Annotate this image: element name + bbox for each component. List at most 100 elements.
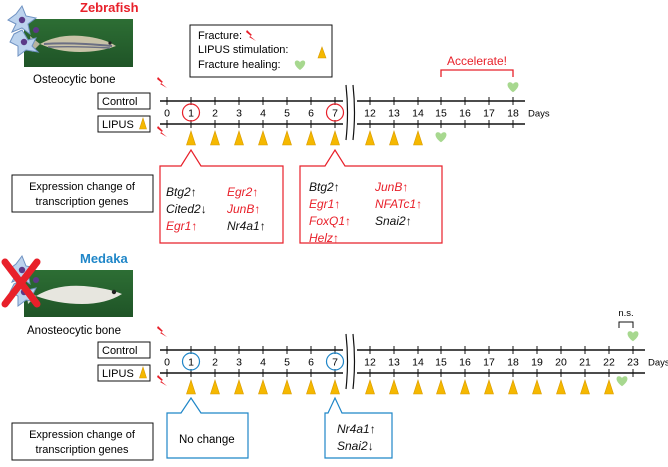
- lipus-stimulation-icon: [258, 379, 268, 395]
- gene-label: Btg2↑: [309, 180, 340, 194]
- legend-lipus-label: LIPUS stimulation:: [198, 44, 288, 56]
- medaka-day7-gene-list: Nr4a1↑Snai2↓: [337, 422, 376, 453]
- healing-icon: [294, 60, 306, 70]
- day-tick-label: 13: [388, 108, 400, 120]
- lipus-stimulation-icon: [210, 130, 220, 146]
- highlight-day-circle: [325, 352, 345, 371]
- ns-bracket: [618, 321, 634, 328]
- lipus-stimulation-icon: [389, 130, 399, 146]
- zebrafish-days-label: Days: [528, 109, 550, 120]
- lipus-healing-icon: [616, 376, 628, 387]
- lipus-stimulation-icon: [413, 130, 423, 146]
- day-tick-label: 18: [507, 108, 519, 120]
- control-healing-icon: [507, 82, 519, 93]
- lipus-stimulation-icon: [365, 379, 375, 395]
- day-tick-label: 17: [483, 357, 495, 369]
- zebrafish-day7-callout: [299, 148, 443, 244]
- day-tick-label: 5: [284, 108, 290, 120]
- lipus-stimulation-icon: [580, 379, 590, 395]
- zebrafish-expression-title-line2: transcription genes: [36, 196, 129, 208]
- gene-label: Cited2↓: [166, 202, 207, 216]
- day-tick-label: 5: [284, 357, 290, 369]
- gene-label: Helz↑: [309, 231, 339, 245]
- lipus-fracture-icon: [157, 126, 167, 137]
- zebrafish-expression-title-box: Expression change of transcription genes: [11, 174, 154, 213]
- day-tick-label: 2: [212, 357, 218, 369]
- day-tick-label: 16: [459, 357, 471, 369]
- day-tick-label: 2: [212, 108, 218, 120]
- day-tick-label: 13: [388, 357, 400, 369]
- lipus-stimulation-icon: [330, 130, 340, 146]
- zebrafish-caption: Osteocytic bone: [33, 74, 115, 86]
- day-tick-label: 6: [308, 108, 314, 120]
- gene-label: Snai2↓: [337, 439, 374, 453]
- medaka-day1-no-change: No change: [179, 434, 235, 446]
- fracture-icon: [246, 30, 256, 41]
- gene-label: Egr2↑: [227, 185, 258, 199]
- lipus-stimulation-icon: [258, 130, 268, 146]
- gene-label: Btg2↑: [166, 185, 197, 199]
- zebrafish-title: Zebrafish: [80, 0, 139, 15]
- day-tick-label: 23: [627, 357, 639, 369]
- osteocyte-absent-icon: [1, 254, 41, 308]
- ns-label: n.s.: [618, 308, 633, 319]
- day-tick-label: 0: [164, 108, 170, 120]
- lipus-stimulation-icon: [234, 379, 244, 395]
- control-fracture-icon: [157, 77, 167, 88]
- zebrafish-day1-gene-list: Btg2↑Cited2↓Egr1↑Egr2↑JunB↑Nr4a1↑: [166, 185, 266, 233]
- medaka-control-label: Control: [102, 345, 137, 357]
- zebrafish-lipus-label-box: LIPUS: [97, 115, 151, 133]
- lipus-healing-icon: [435, 132, 447, 143]
- day-tick-label: 14: [412, 357, 424, 369]
- highlight-day-circle: [181, 103, 201, 122]
- lipus-stimulation-icon: [389, 379, 399, 395]
- lipus-stimulation-icon: [186, 379, 196, 395]
- medaka-expression-title-line1: Expression change of: [29, 429, 136, 441]
- day-tick-label: 21: [579, 357, 591, 369]
- day-tick-label: 15: [435, 357, 447, 369]
- highlight-day-circle: [181, 352, 201, 371]
- gene-label: Egr1↑: [309, 197, 340, 211]
- lipus-stimulation-icon: [532, 379, 542, 395]
- lipus-stimulation-icon: [556, 379, 566, 395]
- day-tick-label: 0: [164, 357, 170, 369]
- day-tick-label: 22: [603, 357, 615, 369]
- lipus-stimulation-icon: [330, 379, 340, 395]
- lipus-stimulation-icon: [508, 379, 518, 395]
- medaka-expression-title-box: Expression change of transcription genes: [11, 422, 154, 461]
- gene-label: FoxQ1↑: [309, 214, 351, 228]
- lipus-stimulation-icon: [186, 130, 196, 146]
- day-tick-label: 4: [260, 357, 266, 369]
- day-tick-label: 12: [364, 108, 376, 120]
- zebrafish-expression-title-line1: Expression change of: [29, 181, 136, 193]
- gene-label: JunB↑: [374, 180, 408, 194]
- gene-label: Egr1↑: [166, 219, 197, 233]
- day-tick-label: 7: [332, 108, 338, 120]
- gene-label: JunB↑: [226, 202, 260, 216]
- axis-break-mark: [352, 84, 356, 141]
- lipus-stimulation-icon: [604, 379, 614, 395]
- day-tick-label: 12: [364, 357, 376, 369]
- medaka-day1-callout: [166, 396, 249, 459]
- gene-label: NFATc1↑: [375, 197, 422, 211]
- control-fracture-icon: [157, 326, 167, 337]
- day-tick-label: 6: [308, 357, 314, 369]
- lipus-stimulation-icon: [306, 379, 316, 395]
- lipus-stimulation-icon: [484, 379, 494, 395]
- zebrafish-lipus-label: LIPUS: [102, 119, 134, 131]
- lipus-stimulation-icon: [413, 379, 423, 395]
- zebrafish-day7-gene-list: Btg2↑Egr1↑FoxQ1↑Helz↑JunB↑NFATc1↑Snai2↑: [309, 180, 422, 245]
- day-tick-label: 3: [236, 108, 242, 120]
- medaka-lipus-label-box: LIPUS: [97, 364, 151, 382]
- lipus-stimulation-icon: [436, 379, 446, 395]
- medaka-lipus-label: LIPUS: [102, 368, 134, 380]
- highlight-day-circle: [325, 103, 345, 122]
- zebrafish-control-label-box: Control: [97, 92, 151, 110]
- medaka-control-label-box: Control: [97, 341, 151, 359]
- lipus-stimulation-icon: [460, 379, 470, 395]
- lipus-stimulation-icon: [210, 379, 220, 395]
- day-tick-label: 14: [412, 108, 424, 120]
